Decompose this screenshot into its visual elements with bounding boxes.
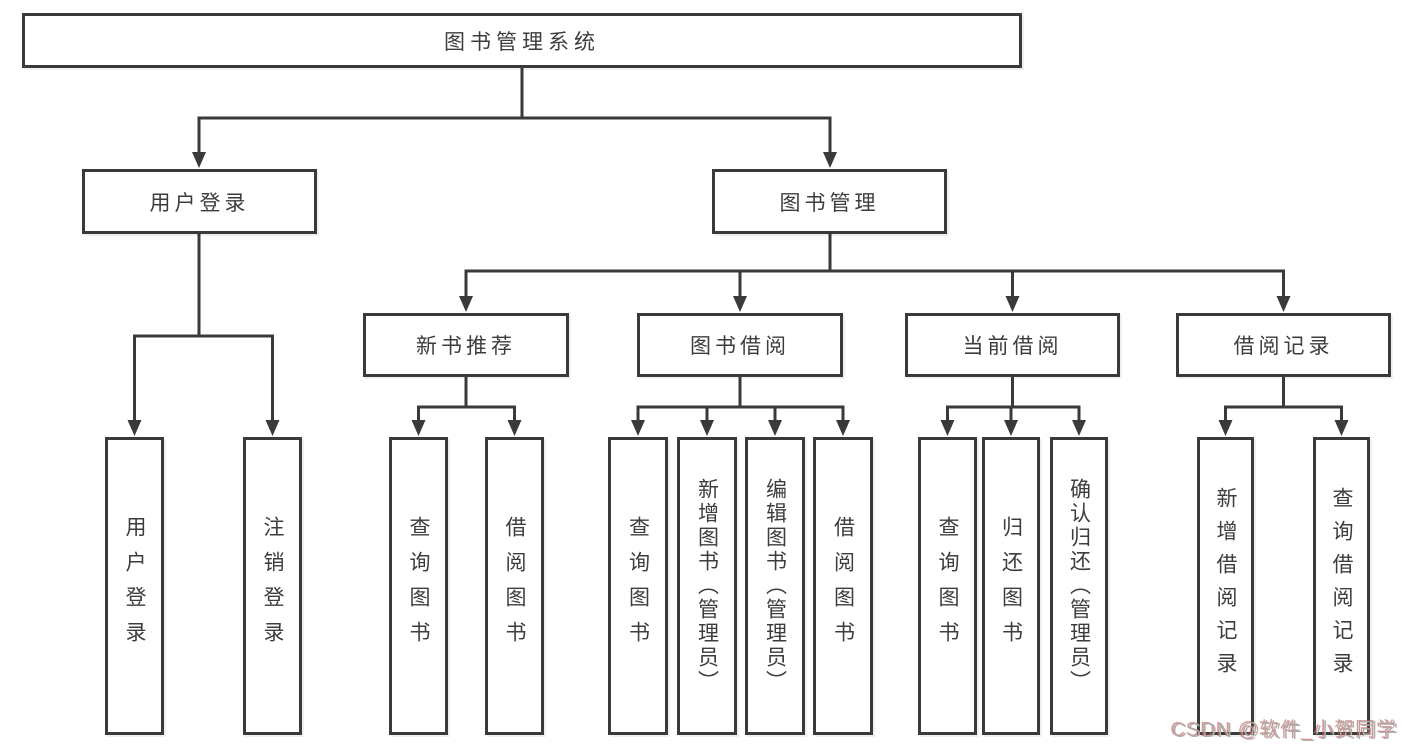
csdn-watermark: CSDN @软件_小贺同学	[1172, 720, 1399, 742]
leaf-borrow-edit-books-admin-label: 编辑图书（管理员）	[763, 478, 787, 694]
leaf-current-query-books: 查询图书	[918, 437, 977, 735]
leaf-record-add-borrow-record: 新增借阅记录	[1197, 437, 1254, 735]
leaf-user-login: 用户登录	[105, 437, 164, 735]
leaf-newbook-borrow-books-label: 借阅图书	[503, 516, 526, 656]
leaf-newbook-borrow-books: 借阅图书	[485, 437, 544, 735]
node-book-management-group-label: 图书管理	[779, 191, 880, 215]
leaf-current-confirm-return-admin-label: 确认归还（管理员）	[1067, 478, 1091, 694]
node-user-login-group: 用户登录	[82, 169, 317, 234]
node-user-login-group-label: 用户登录	[149, 191, 250, 215]
node-new-book-recommend-label: 新书推荐	[416, 335, 516, 358]
leaf-record-query-borrow-record: 查询借阅记录	[1313, 437, 1370, 735]
leaf-record-query-borrow-record-label: 查询借阅记录	[1330, 487, 1353, 685]
leaf-borrow-borrow-books: 借阅图书	[813, 437, 873, 735]
node-borrow-record-label: 借阅记录	[1233, 335, 1334, 358]
node-book-borrow: 图书借阅	[637, 313, 843, 377]
leaf-logout: 注销登录	[243, 437, 302, 735]
leaf-current-confirm-return-admin: 确认归还（管理员）	[1050, 437, 1108, 735]
node-current-borrow-label: 当前借阅	[962, 335, 1063, 358]
node-current-borrow: 当前借阅	[905, 313, 1120, 377]
node-book-borrow-label: 图书借阅	[690, 335, 790, 358]
node-book-management-group: 图书管理	[712, 169, 947, 234]
leaf-newbook-query-books: 查询图书	[389, 437, 448, 735]
leaf-borrow-edit-books-admin: 编辑图书（管理员）	[745, 437, 805, 735]
leaf-borrow-add-books-admin-label: 新增图书（管理员）	[695, 478, 719, 694]
leaf-borrow-add-books-admin: 新增图书（管理员）	[677, 437, 737, 735]
leaf-newbook-query-books-label: 查询图书	[407, 516, 430, 656]
node-new-book-recommend: 新书推荐	[363, 313, 569, 377]
leaf-borrow-query-books-label: 查询图书	[626, 516, 650, 656]
leaf-current-return-books: 归还图书	[982, 437, 1040, 735]
node-root-system: 图书管理系统	[22, 13, 1022, 68]
leaf-record-add-borrow-record-label: 新增借阅记录	[1214, 487, 1237, 685]
leaf-user-login-label: 用户登录	[123, 516, 146, 656]
leaf-logout-label: 注销登录	[261, 516, 284, 656]
leaf-borrow-query-books: 查询图书	[608, 437, 668, 735]
leaf-current-query-books-label: 查询图书	[936, 516, 959, 656]
leaf-current-return-books-label: 归还图书	[999, 516, 1023, 656]
leaf-borrow-borrow-books-label: 借阅图书	[831, 516, 855, 656]
node-borrow-record: 借阅记录	[1176, 313, 1391, 377]
node-root-system-label: 图书管理系统	[444, 30, 600, 54]
